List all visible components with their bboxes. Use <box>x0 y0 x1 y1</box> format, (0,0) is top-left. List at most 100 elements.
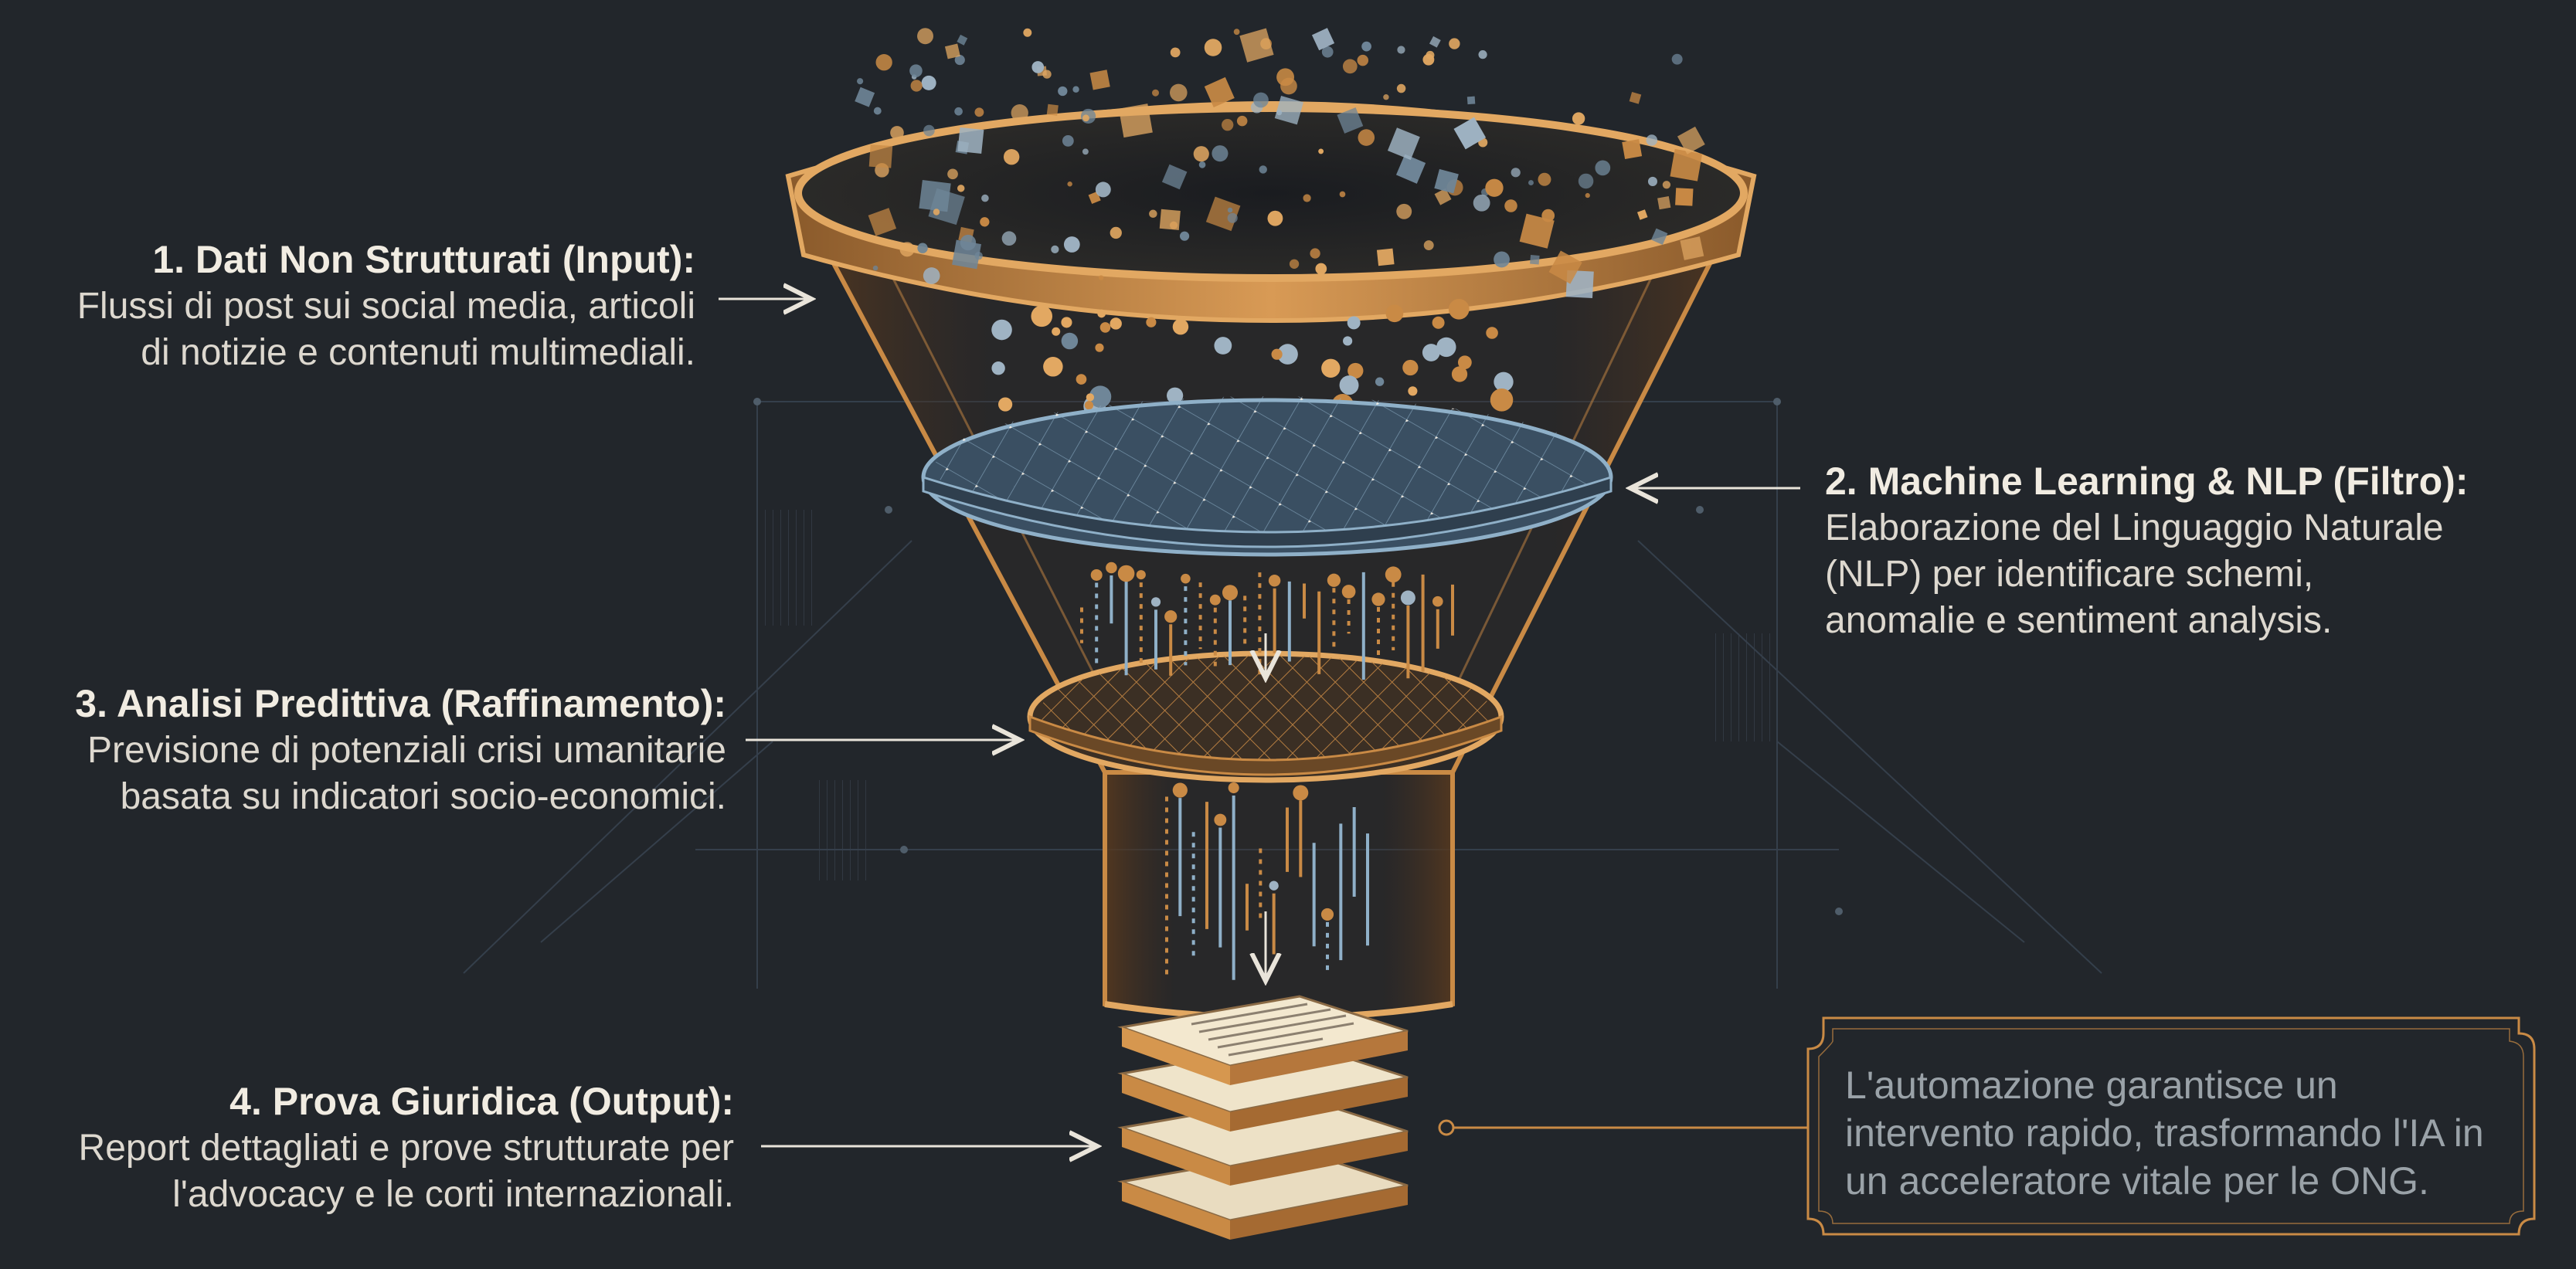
data-particle <box>1315 263 1327 275</box>
data-particle <box>1423 240 1434 251</box>
callout-line-1: L'automazione garantisce un <box>1845 1064 2338 1107</box>
data-particle <box>957 34 968 46</box>
data-particle <box>933 209 940 215</box>
stream-dot <box>1164 610 1178 623</box>
data-particle <box>1052 327 1061 336</box>
data-particle <box>1538 172 1551 186</box>
step-4-line-2: l'advocacy e le corti internazionali. <box>172 1174 734 1215</box>
step-2-label: 2. Machine Learning & NLP (Filtro): Elab… <box>1825 457 2567 644</box>
data-particle <box>1253 92 1269 108</box>
data-particle <box>1086 393 1095 402</box>
callout-frame <box>1438 1016 2536 1236</box>
data-particle <box>1089 385 1112 408</box>
data-particle <box>1003 148 1020 165</box>
data-particle <box>1276 68 1295 87</box>
data-particle <box>1233 29 1240 36</box>
data-particle <box>991 361 1005 375</box>
data-particle <box>1511 168 1521 178</box>
data-particle <box>1227 207 1233 213</box>
data-particle <box>1383 94 1389 100</box>
stream-dot <box>1385 566 1402 583</box>
data-particle <box>1212 145 1229 162</box>
data-particle <box>1277 344 1298 365</box>
data-particle <box>1271 348 1283 360</box>
data-particle <box>1339 375 1359 395</box>
data-particle <box>1485 178 1504 197</box>
data-particle <box>1031 61 1045 73</box>
callout-box: L'automazione garantisce un intervento r… <box>1808 1018 2534 1250</box>
data-particle <box>1259 165 1267 174</box>
data-particle <box>1519 213 1555 249</box>
data-particle <box>1193 146 1209 162</box>
data-particle <box>1046 103 1059 116</box>
data-particle <box>954 55 965 66</box>
data-particle <box>1429 36 1441 48</box>
data-particle <box>1321 46 1334 58</box>
stream-dot <box>1432 595 1443 607</box>
step-1-label: 1. Dati Non Strutturati (Input): Flussi … <box>0 236 695 376</box>
data-particle <box>1239 28 1274 63</box>
step-4-title: 4. Prova Giuridica (Output): <box>229 1080 734 1123</box>
funnel <box>785 101 1757 1021</box>
step-2-line-3: anomalie e sentiment analysis. <box>1825 600 2333 641</box>
stream-dot <box>1400 590 1415 606</box>
data-particle <box>1267 210 1283 226</box>
data-particle <box>1651 228 1668 245</box>
data-particle <box>923 124 935 137</box>
data-particle <box>1204 76 1235 107</box>
data-particle <box>917 28 934 45</box>
step-3-line-2: basata su indicatori socio-economici. <box>120 776 726 817</box>
data-particle <box>1067 182 1072 187</box>
data-particle <box>1152 89 1160 97</box>
data-particle <box>1118 103 1153 138</box>
callout-line-2: intervento rapido, trasformando l'IA in <box>1845 1111 2484 1155</box>
step-4-label: 4. Prova Giuridica (Output): Report dett… <box>0 1077 734 1218</box>
funnel-spout <box>1103 770 1455 1020</box>
data-particle <box>981 194 989 202</box>
data-particle <box>1110 226 1122 239</box>
step-1-title: 1. Dati Non Strutturati (Input): <box>152 238 695 281</box>
data-particle <box>1031 305 1053 327</box>
data-particle <box>1159 209 1181 230</box>
data-particle <box>1310 248 1320 259</box>
step-3-label: 3. Analisi Predittiva (Raffinamento): Pr… <box>0 680 726 820</box>
data-particle <box>1677 126 1705 154</box>
data-particle <box>1214 337 1232 355</box>
data-particle <box>1337 107 1364 134</box>
data-particle <box>910 80 923 92</box>
data-particle <box>1051 245 1059 254</box>
step-1-line-1: Flussi di post sui social media, articol… <box>76 286 695 327</box>
data-particle <box>1486 327 1498 339</box>
data-particle <box>1063 236 1080 253</box>
data-particle <box>1339 191 1346 198</box>
stream-dot <box>1371 592 1385 606</box>
data-particle <box>1629 92 1642 104</box>
data-particle <box>1422 53 1435 66</box>
data-particle <box>855 87 875 107</box>
stream-dot <box>1209 594 1221 606</box>
step-2-title: 2. Machine Learning & NLP (Filtro): <box>1825 460 2469 503</box>
data-particle <box>1058 86 1068 97</box>
data-particle <box>923 267 940 284</box>
callout-line-3: un acceleratore vitale per le ONG. <box>1845 1159 2429 1203</box>
data-particle <box>1089 70 1110 90</box>
data-particle <box>1099 322 1111 333</box>
data-particle <box>909 64 923 77</box>
data-particle <box>1274 96 1304 125</box>
data-particle <box>957 127 984 154</box>
stream-dot <box>1150 597 1161 607</box>
data-particle <box>1347 362 1364 379</box>
data-particle <box>1375 377 1385 386</box>
data-particle <box>1110 317 1122 330</box>
stream-dot <box>1327 573 1341 587</box>
data-particle <box>1408 386 1418 396</box>
data-particle <box>1572 112 1585 125</box>
data-particle <box>1149 209 1157 219</box>
step-3-title: 3. Analisi Predittiva (Raffinamento): <box>75 682 726 725</box>
stream-dot <box>1320 908 1334 921</box>
data-particle <box>921 75 936 90</box>
data-particle <box>1434 188 1452 205</box>
data-particle <box>1236 115 1248 127</box>
data-particle <box>1528 180 1534 186</box>
document-stack <box>1117 995 1409 1240</box>
